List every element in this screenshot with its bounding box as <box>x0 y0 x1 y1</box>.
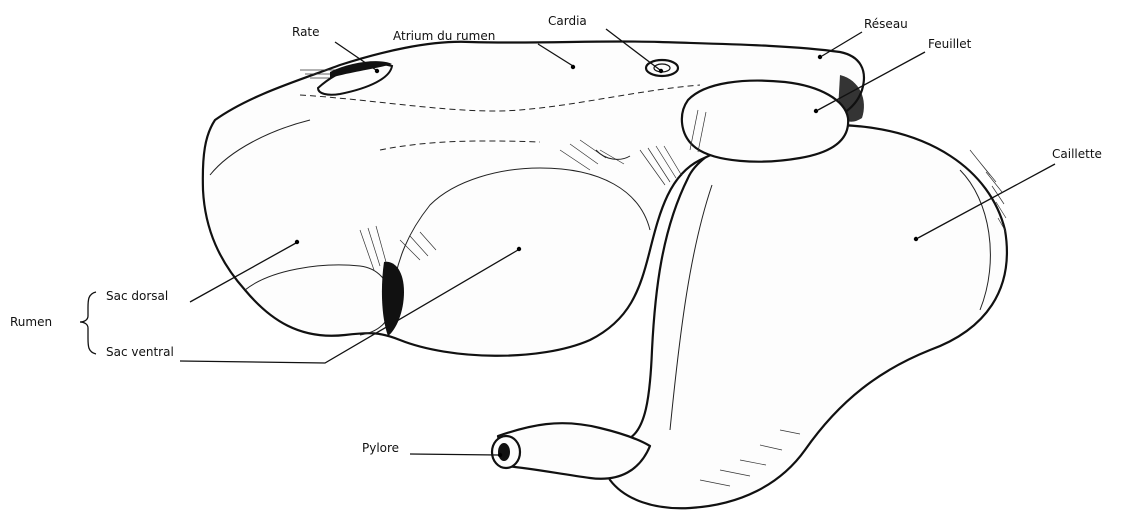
label-reseau: Réseau <box>864 17 908 31</box>
label-sac-dorsal: Sac dorsal <box>106 289 168 303</box>
label-atrium: Atrium du rumen <box>393 29 495 43</box>
rumen-brace <box>80 292 96 354</box>
label-cardia: Cardia <box>548 14 587 28</box>
label-caillette: Caillette <box>1052 147 1102 161</box>
label-rate: Rate <box>292 25 320 39</box>
label-pylore: Pylore <box>362 441 399 455</box>
feuillet-outline <box>682 81 848 162</box>
label-feuillet: Feuillet <box>928 37 972 51</box>
label-sac-ventral: Sac ventral <box>106 345 174 359</box>
label-rumen: Rumen <box>10 315 52 329</box>
